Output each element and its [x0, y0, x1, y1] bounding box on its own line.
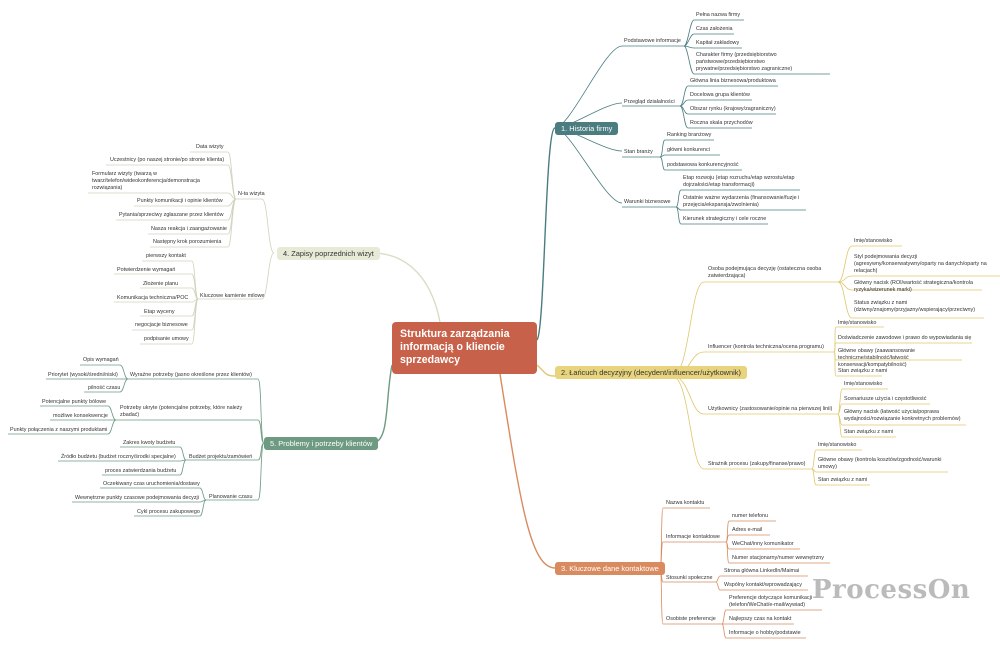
leaf[interactable]: Roczna skala przychodów	[690, 120, 753, 126]
leaf[interactable]: Stan związku z nami	[838, 368, 888, 374]
leaf[interactable]: pierwszy kontakt	[146, 253, 186, 259]
leaf[interactable]: Etap wyceny	[144, 309, 175, 315]
central-topic[interactable]: Struktura zarządzania informacją o klien…	[392, 322, 537, 374]
leaf[interactable]: Doświadczenie zawodowe i prawo do wypowi…	[838, 335, 972, 341]
leaf[interactable]: Źródło budżetu (budżet roczny/środki spe…	[61, 454, 176, 460]
leaf[interactable]: Preferencje dotyczące komunikacji (telef…	[729, 595, 812, 608]
leaf[interactable]: Czas założenia	[696, 26, 733, 32]
leaf[interactable]: Adres e-mail	[732, 527, 763, 533]
leaf[interactable]: Styl podejmowania decyzji (agresywny/kon…	[854, 254, 987, 274]
branch-lancuch-decyzyjny[interactable]: 2. Łańcuch decyzyjny (decydent/influence…	[555, 366, 747, 379]
leaf[interactable]: podpisanie umowy	[144, 336, 189, 342]
leaf[interactable]: Główne obawy (kontrola kosztów/zgodność/…	[818, 457, 942, 470]
leaf[interactable]: podstawowa konkurencyjność	[667, 162, 739, 168]
leaf[interactable]: Główne obawy (zaawansowanie techniczne/s…	[838, 348, 916, 368]
leaf[interactable]: Następny krok porozumienia	[153, 239, 222, 245]
leaf[interactable]: Złożenie planu	[143, 281, 179, 287]
leaf[interactable]: Główny nacisk (ROI/wartość strategiczna/…	[854, 280, 973, 293]
leaf[interactable]: Punkty komunikacji i opinie klientów	[137, 198, 223, 204]
leaf[interactable]: Kierunek strategiczny i cele roczne	[683, 216, 767, 222]
leaf[interactable]: Kapitał zakładowy	[696, 40, 740, 46]
leaf[interactable]: Główny nacisk (łatwość użycia/poprawa wy…	[844, 409, 961, 422]
branch-problemy-potrzeby[interactable]: 5. Problemy i potrzeby klientów	[264, 437, 379, 450]
leaf[interactable]: Formularz wizyty (twarzą w twarz/telefon…	[92, 171, 200, 191]
leaf[interactable]: Strona główna LinkedIn/Maimai	[724, 568, 800, 574]
leaf[interactable]: Docelowa grupa klientów	[690, 92, 750, 98]
processon-watermark: ProcessOn	[812, 575, 971, 605]
leaf[interactable]: Wewnętrzne punkty czasowe podejmowania d…	[75, 495, 199, 501]
leaf[interactable]: Oczekiwany czas uruchomienia/dostawy	[103, 481, 200, 487]
leaf[interactable]: Pytania/sprzeciwy zgłaszane przez klient…	[119, 212, 224, 218]
leaf[interactable]: główni konkurenci	[667, 147, 710, 153]
leaf[interactable]: Stan związku z nami	[844, 429, 894, 435]
leaf[interactable]: Etap rozwoju (etap rozruchu/etap wzrostu…	[683, 175, 795, 188]
leaf[interactable]: Punkty połączenia z naszymi produktami	[10, 427, 108, 433]
leaf[interactable]: Wspólny kontakt/wprowadzający	[724, 582, 802, 588]
leaf[interactable]: Pełna nazwa firmy	[696, 12, 741, 18]
branch-zapisy-wizyt[interactable]: 4. Zapisy poprzednich wizyt	[277, 247, 380, 260]
leaf[interactable]: Cykl procesu zakupowego	[137, 509, 200, 515]
leaf[interactable]: Imię/stanowisko	[844, 381, 883, 387]
branch-historia-firmy[interactable]: 1. Historia firmy	[555, 122, 619, 135]
group-nazwa-kontaktu[interactable]: Nazwa kontaktu	[666, 500, 705, 506]
group-podstawowe-informacje[interactable]: Podstawowe informacje	[624, 38, 681, 44]
group-potrzeby-ukryte[interactable]: Potrzeby ukryte (potencjalne potrzeby, k…	[120, 405, 243, 418]
leaf[interactable]: Informacje o hobby/podstawie	[729, 630, 801, 636]
leaf[interactable]: Numer stacjonarny/numer wewnętrzny	[732, 555, 824, 561]
group-warunki-biznesowe[interactable]: Warunki biznesowe	[624, 199, 671, 205]
leaf[interactable]: Ostatnie ważne wydarzenia (finansowanie/…	[683, 195, 800, 208]
leaf[interactable]: Nasza reakcja i zaangażowanie	[151, 226, 227, 232]
leaf[interactable]: Obszar rynku (krajowy/zagraniczny)	[690, 106, 776, 112]
leaf[interactable]: Imię/stanowisko	[838, 320, 877, 326]
leaf[interactable]: proces zatwierdzania budżetu	[105, 468, 177, 474]
group-straznik-procesu[interactable]: Strażnik procesu (zakupy/finanse/prawo)	[708, 461, 806, 467]
leaf[interactable]: Stan związku z nami	[818, 477, 868, 483]
leaf[interactable]: Główna linia biznesowa/produktowa	[690, 78, 776, 84]
leaf[interactable]: Data wizyty	[196, 144, 224, 150]
leaf[interactable]: negocjacje biznesowe	[135, 322, 188, 328]
leaf[interactable]: możliwe konsekwencje	[53, 413, 108, 419]
leaf[interactable]: Charakter firmy (przedsiębiorstwo państw…	[696, 52, 793, 72]
leaf[interactable]: Najlepszy czas na kontakt	[729, 616, 792, 622]
leaf[interactable]: Ranking branżowy	[667, 132, 712, 138]
group-stan-branzy[interactable]: Stan branży	[624, 149, 653, 155]
group-osoba-decyzja[interactable]: Osoba podejmująca decyzję (ostateczna os…	[708, 266, 822, 279]
group-kamienie-milowe[interactable]: Kluczowe kamienie milowe	[200, 293, 265, 299]
group-informacje-kontaktowe[interactable]: Informacje kontaktowe	[666, 534, 720, 540]
leaf[interactable]: Priorytet (wysoki/średni/niski)	[48, 372, 118, 378]
leaf[interactable]: Uczestnicy (po naszej stronie/po stronie…	[110, 157, 225, 163]
leaf[interactable]: pilność czasu	[88, 385, 121, 391]
group-budzet-projektu[interactable]: Budżet projektu/zamówień	[189, 454, 253, 460]
leaf[interactable]: numer telefonu	[732, 513, 768, 519]
leaf[interactable]: Komunikacja techniczna/POC	[117, 295, 189, 301]
leaf[interactable]: Status związku z nami (dziwny/znajomy/pr…	[854, 300, 976, 313]
leaf[interactable]: Zakres kwoty budżetu	[123, 440, 176, 446]
leaf[interactable]: Potencjalne punkty bólowe	[42, 399, 107, 405]
group-uzytkownicy[interactable]: Użytkownicy (zastosowanie/opinie na pier…	[708, 406, 833, 412]
group-wyrazne-potrzeby[interactable]: Wyraźne potrzeby (jasno określone przez …	[130, 372, 252, 378]
group-stosunki-spoleczne[interactable]: Stosunki społeczne	[666, 575, 713, 581]
group-osobiste-preferencje[interactable]: Osobiste preferencje	[666, 616, 716, 622]
leaf[interactable]: Imię/stanowisko	[818, 442, 857, 448]
leaf[interactable]: WeChat/inny komunikator	[732, 541, 794, 547]
group-influencer[interactable]: Influencer (kontrola techniczna/ocena pr…	[708, 344, 824, 350]
leaf[interactable]: Imię/stanowisko	[854, 238, 893, 244]
group-planowanie-czasu[interactable]: Planowanie czasu	[209, 494, 253, 500]
group-przeglad-dzialalnosci[interactable]: Przegląd działalności	[624, 99, 675, 105]
leaf[interactable]: Opis wymagań	[83, 357, 119, 363]
branch-dane-kontaktowe[interactable]: 3. Kluczowe dane kontaktowe	[555, 562, 665, 575]
leaf[interactable]: Potwierdzenie wymagań	[117, 267, 176, 273]
leaf[interactable]: Scenariusze użycia i częstotliwość	[844, 396, 927, 402]
group-n-ta-wizyta[interactable]: N-ta wizyta	[238, 191, 265, 197]
